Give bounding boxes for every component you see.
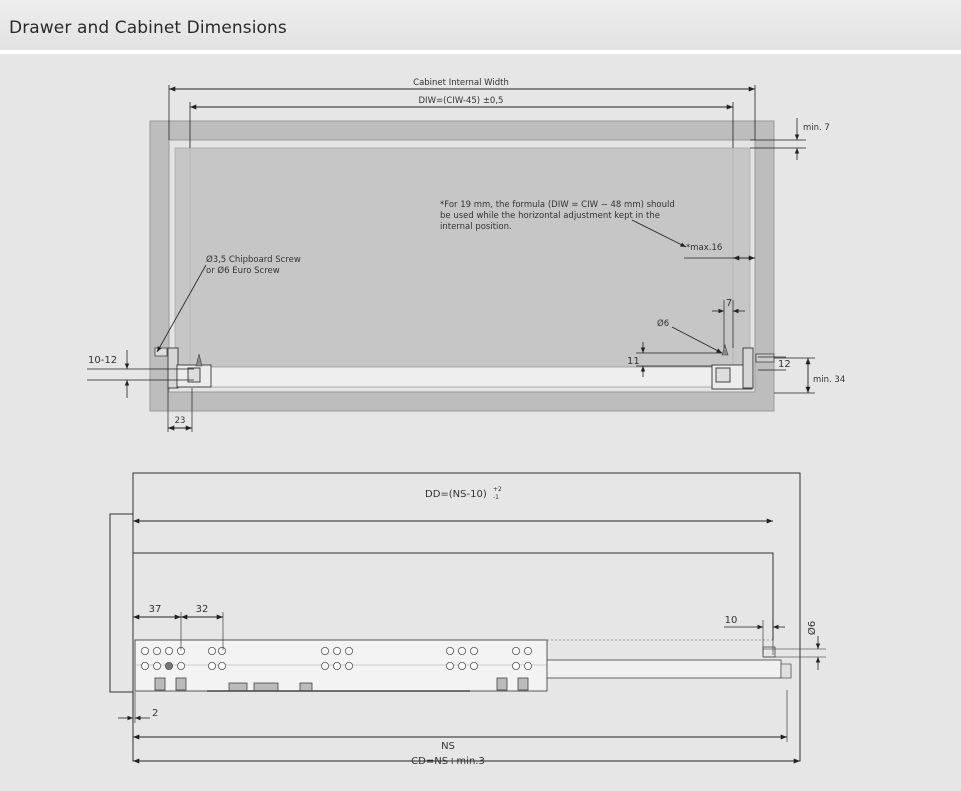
left-runner bbox=[154, 347, 212, 389]
dim10-12-label: 10-12 bbox=[88, 355, 117, 366]
drawer-panel bbox=[174, 147, 751, 368]
dd-formula-label: DD=(NS-10) bbox=[425, 489, 487, 500]
right-runner bbox=[711, 343, 775, 390]
dim10-label: 10 bbox=[725, 615, 738, 626]
page-header: Drawer and Cabinet Dimensions bbox=[0, 0, 961, 54]
max16-label: *max.16 bbox=[686, 243, 722, 253]
dia6-label: Ø6 bbox=[657, 318, 669, 329]
cd-label: CD=NS+min.3 bbox=[411, 756, 485, 767]
screw-line-2: or Ø6 Euro Screw bbox=[206, 265, 280, 276]
cabinet-internal-width-label: Cabinet Internal Width bbox=[413, 78, 509, 88]
note-line-3: internal position. bbox=[440, 222, 512, 232]
screw-line-1: Ø3,5 Chipboard Screw bbox=[206, 254, 301, 265]
dim37-label: 37 bbox=[149, 604, 162, 615]
diw-formula-label: DIW=(CIW-45) ±0,5 bbox=[419, 96, 504, 106]
runner-side bbox=[134, 639, 792, 692]
front-view-drawing: Cabinet Internal Width DIW=(CIW-45) ±0,5… bbox=[87, 78, 845, 432]
ns-label: NS bbox=[441, 741, 455, 752]
dim11-label: 11 bbox=[627, 356, 640, 367]
page-title: Drawer and Cabinet Dimensions bbox=[9, 18, 287, 38]
side-view-drawing: DD=(NS-10) +2 -1 bbox=[109, 472, 826, 767]
cabinet-side-outline bbox=[132, 472, 801, 762]
note-line-1: *For 19 mm, the formula (DIW = CIW − 48 … bbox=[440, 200, 675, 210]
dim32-label: 32 bbox=[196, 604, 209, 615]
drawer-front-edge bbox=[109, 513, 134, 693]
dim23-label: 23 bbox=[175, 416, 186, 426]
drawer-bottom bbox=[183, 366, 733, 388]
dim7-label: 7 bbox=[726, 298, 732, 309]
dim12-label: 12 bbox=[778, 359, 791, 370]
dd-tolerance-top: +2 bbox=[493, 486, 502, 493]
dia6-side-label: Ø6 bbox=[806, 621, 818, 635]
min34-label: min. 34 bbox=[813, 375, 845, 385]
note-line-2: be used while the horizontal adjustment … bbox=[440, 211, 660, 221]
min7-label: min. 7 bbox=[803, 123, 830, 133]
dim2-label: 2 bbox=[152, 708, 158, 719]
dd-tolerance-bottom: -1 bbox=[493, 494, 499, 501]
